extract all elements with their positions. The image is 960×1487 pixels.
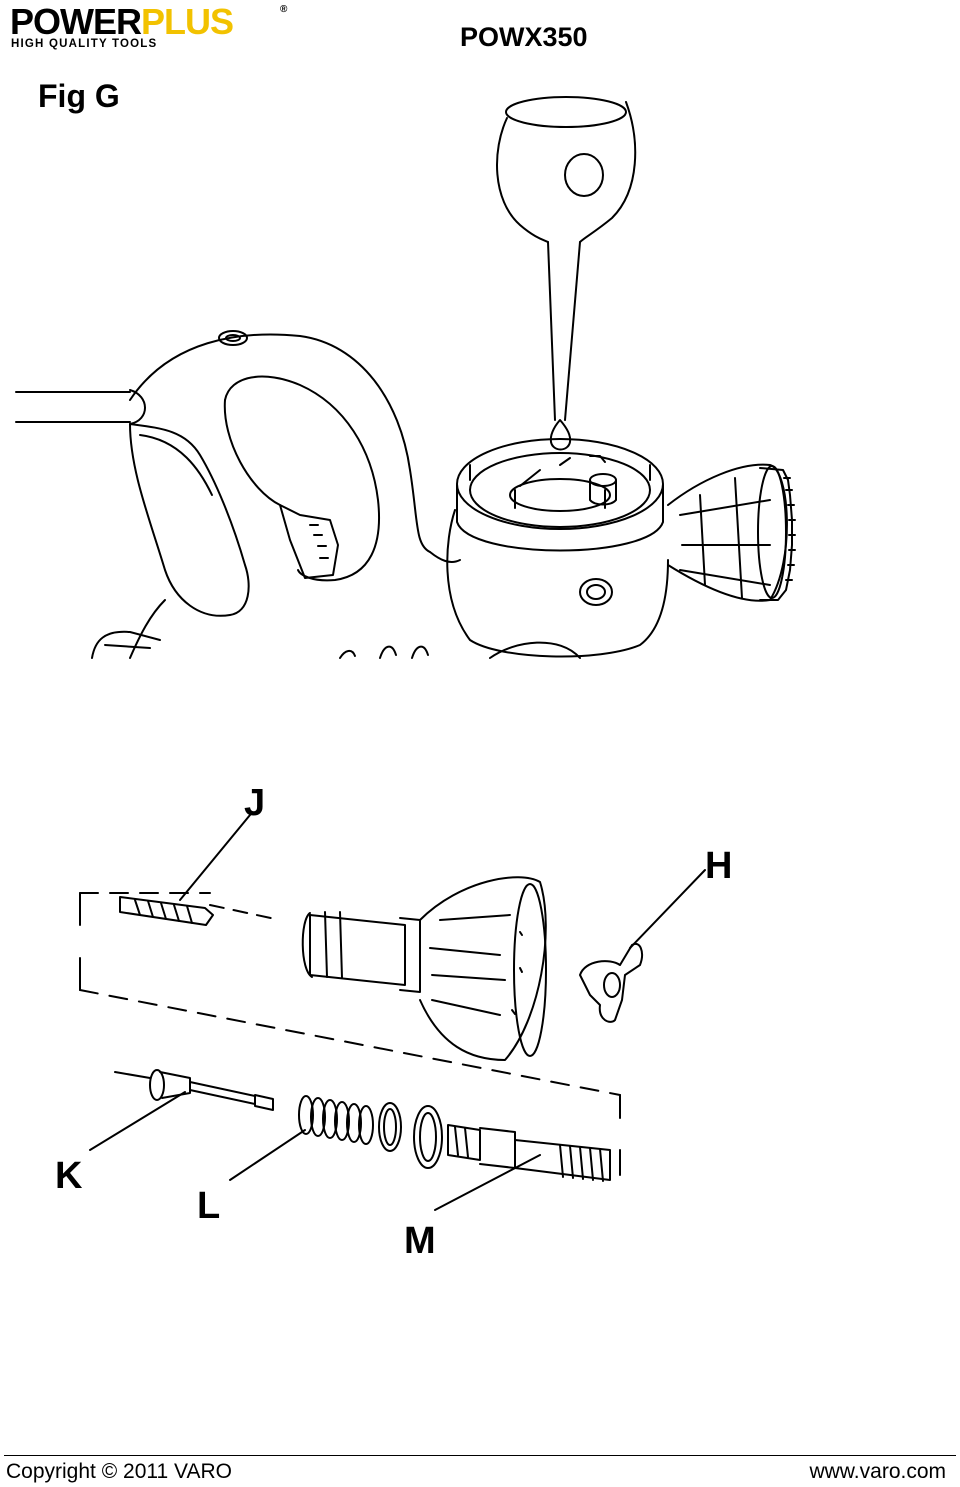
model-number: POWX350 (460, 22, 588, 52)
figure-title: Fig G (38, 78, 120, 114)
callout-label-j: J (244, 782, 265, 824)
callout-label-h: H (705, 845, 732, 887)
exploded-nozzle-parts (79, 814, 706, 1211)
part-j-needle (119, 896, 214, 926)
registered-mark: ® (280, 4, 288, 15)
oil-bottle-illustration (496, 96, 637, 451)
part-h-wing-nut (579, 942, 643, 1023)
powerplus-logo: POWERPLUS ® HIGH QUALITY TOOLS (10, 1, 290, 50)
part-l-spring (298, 1095, 402, 1152)
part-k-valve-pin (114, 1069, 274, 1111)
callout-leader-lines (89, 814, 706, 1211)
website-link[interactable]: www.varo.com (809, 1460, 946, 1483)
copyright-text: Copyright © 2011 VARO (6, 1460, 232, 1483)
callout-label-l: L (197, 1185, 220, 1227)
callout-label-m: M (404, 1220, 436, 1262)
logo-wordmark: POWERPLUS (10, 0, 234, 44)
logo-word-power: POWER (10, 1, 142, 42)
nozzle-cap-body (301, 876, 547, 1061)
spray-gun-illustration (15, 330, 796, 659)
logo-tagline: HIGH QUALITY TOOLS (11, 38, 158, 50)
callout-label-k: K (55, 1155, 83, 1197)
part-m-valve-housing (413, 1105, 611, 1182)
footer-divider (4, 1455, 956, 1456)
logo-word-plus: PLUS (141, 1, 234, 42)
